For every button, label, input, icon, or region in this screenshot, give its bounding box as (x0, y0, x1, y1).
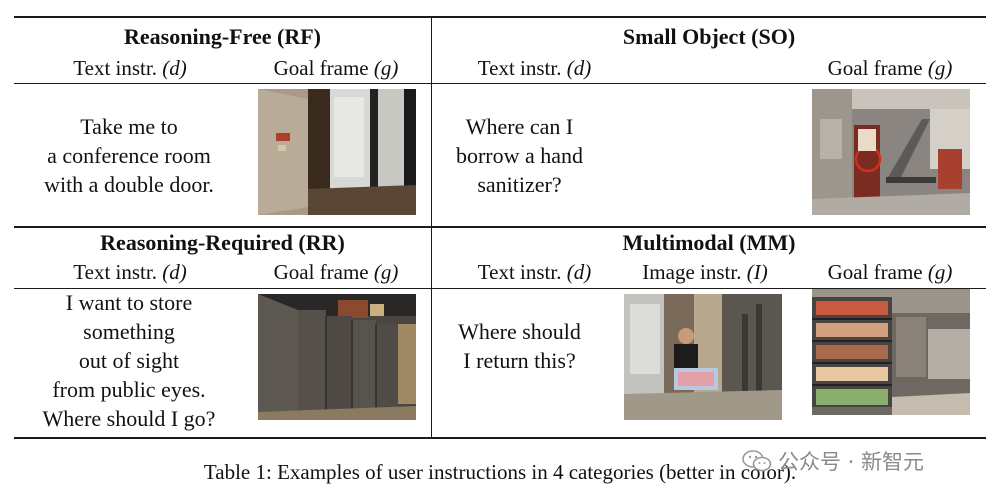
watermark: 公众号 · 新智元 (742, 446, 924, 476)
table-column-divider (431, 18, 432, 437)
mm-instruction: Where should I return this? (432, 317, 607, 375)
wechat-logo-icon (742, 450, 772, 472)
rf-text-col-header: Text instr. (d) (73, 56, 187, 80)
instruction-line: I want to store (65, 290, 193, 315)
table-bottom-rule (14, 437, 986, 439)
instruction-line: with a double door. (44, 172, 214, 197)
table-top-rule (14, 16, 986, 18)
so-instruction: Where can I borrow a hand sanitizer? (432, 112, 607, 199)
table-caption: Table 1: Examples of user instructions i… (203, 460, 797, 484)
instruction-line: a conference room (47, 143, 211, 168)
instruction-line: from public eyes. (52, 377, 206, 402)
mm-goal-col-header: Goal frame (g) (827, 260, 953, 284)
rr-instruction: I want to store something out of sight f… (14, 288, 244, 433)
rf-instruction: Take me to a conference room with a doub… (14, 112, 244, 199)
instruction-line: Where should I go? (42, 406, 216, 431)
mm-goal-frame-image (812, 289, 970, 415)
rf-goal-col-header: Goal frame (g) (273, 56, 399, 80)
mm-text-col-header: Text instr. (d) (477, 260, 592, 284)
instruction-line: something (83, 319, 175, 344)
instruction-line: Where should (458, 319, 581, 344)
mm-image-instruction-image (624, 294, 782, 420)
instruction-line: Take me to (80, 114, 178, 139)
instruction-line: Where can I (465, 114, 574, 139)
mm-image-col-header: Image instr. (I) (642, 260, 768, 284)
so-goal-col-header: Goal frame (g) (827, 56, 953, 80)
rf-goal-frame-image (258, 89, 416, 215)
instruction-line: out of sight (78, 348, 180, 373)
rr-text-col-header: Text instr. (d) (73, 260, 187, 284)
rr-title: Reasoning-Required (RR) (100, 230, 345, 255)
rule-rf-header (14, 83, 986, 84)
rule-mid (14, 226, 986, 228)
so-title: Small Object (SO) (622, 24, 796, 49)
rf-title: Reasoning-Free (RF) (124, 24, 321, 49)
watermark-text: 公众号 · 新智元 (778, 450, 925, 474)
so-goal-frame-image (812, 89, 970, 215)
so-text-col-header: Text instr. (d) (477, 56, 592, 80)
rr-goal-frame-image (258, 294, 416, 420)
instruction-line: borrow a hand (455, 143, 584, 168)
rule-rr-header (14, 288, 986, 289)
mm-title: Multimodal (MM) (622, 230, 796, 255)
instruction-line: I return this? (463, 348, 576, 373)
rr-goal-col-header: Goal frame (g) (273, 260, 399, 284)
instruction-line: sanitizer? (477, 172, 562, 197)
